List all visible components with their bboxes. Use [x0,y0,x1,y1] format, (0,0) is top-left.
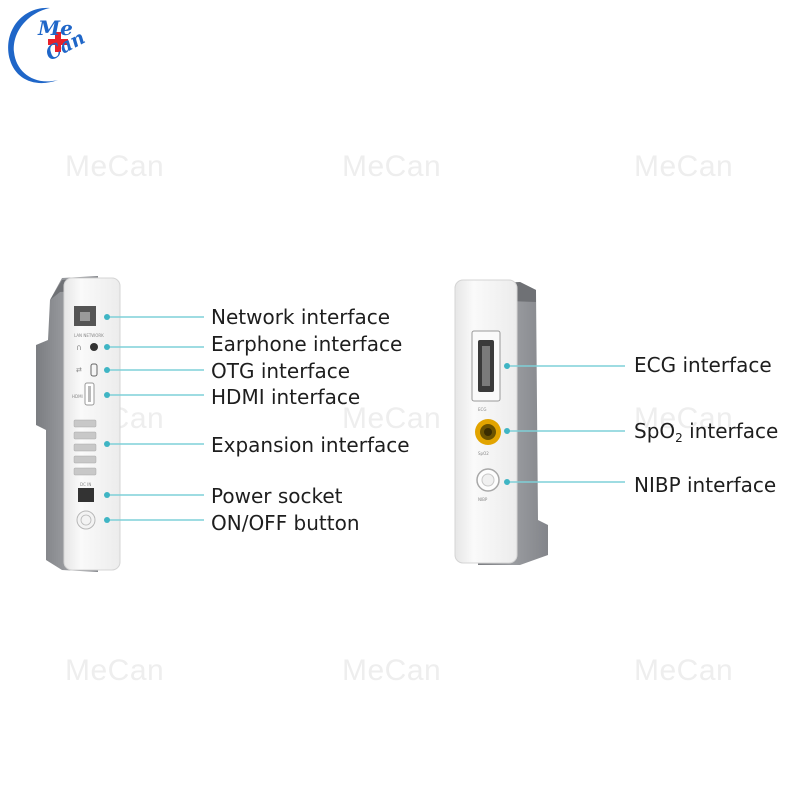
svg-text:NIBP: NIBP [478,497,488,502]
callout-nibp-interface: NIBP interface [634,473,777,497]
svg-text:DC IN: DC IN [80,482,91,487]
callout-spo2-interface: SpO2 interface [634,419,779,444]
watermark: MeCan [634,150,734,183]
callout-onoff-button: ON/OFF button [211,511,360,535]
brand-logo-me: Me [38,16,73,40]
leader-lines-right [504,363,625,485]
watermark: MeCan [342,150,442,183]
callout-hdmi-interface: HDMI interface [211,385,361,409]
watermark: MeCan [634,654,734,687]
svg-text:ECG: ECG [478,407,486,412]
leader-lines-left [104,314,204,523]
callout-power-socket: Power socket [211,484,343,508]
watermark: MeCan [634,402,734,435]
watermark: MeCan [342,654,442,687]
svg-text:SpO2: SpO2 [478,451,489,456]
left-device: LAN NETWORK ∩ ⇄ HDMI DC IN [36,276,121,572]
callout-ecg-interface: ECG interface [634,353,772,377]
callout-earphone-interface: Earphone interface [211,332,403,356]
callout-expansion-interface: Expansion interface [211,433,410,457]
spo2-label-main: SpO [634,419,676,443]
callout-network-interface: Network interface [211,305,391,329]
watermark: MeCan [342,402,442,435]
watermark: MeCan [65,654,165,687]
svg-text:HDMI: HDMI [72,394,83,399]
spo2-label-sub: 2 [675,431,683,445]
svg-text:∩: ∩ [76,343,82,352]
svg-text:LAN NETWORK: LAN NETWORK [74,333,104,338]
callout-otg-interface: OTG interface [211,359,351,383]
spo2-label-rest: interface [682,419,779,443]
right-device: ECG SpO2 NIBP [454,279,548,565]
logo-swoosh-icon [8,7,68,84]
watermark: MeCan [65,150,165,183]
svg-text:⇄: ⇄ [76,366,82,374]
